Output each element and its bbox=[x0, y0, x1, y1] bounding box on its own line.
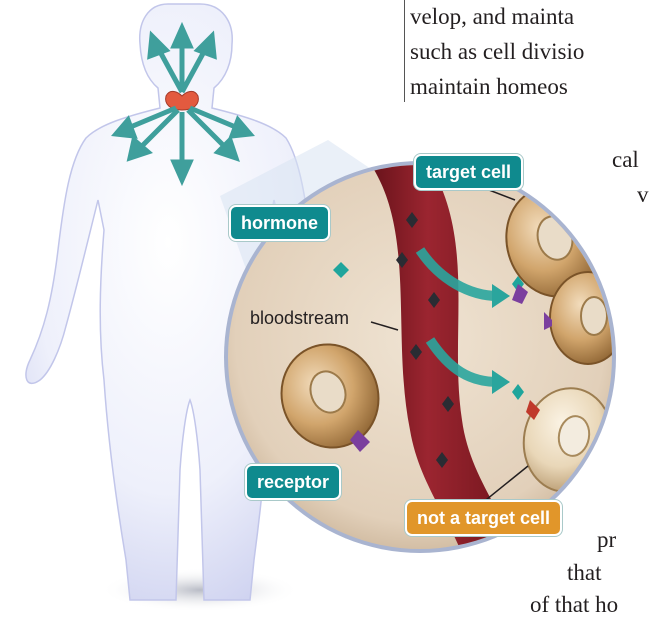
hormone-label: hormone bbox=[229, 205, 330, 241]
target-cell-label: target cell bbox=[414, 154, 523, 190]
bloodstream-label: bloodstream bbox=[250, 308, 349, 329]
receptor-label: receptor bbox=[245, 464, 341, 500]
not-a-target-cell-label: not a target cell bbox=[405, 500, 562, 536]
